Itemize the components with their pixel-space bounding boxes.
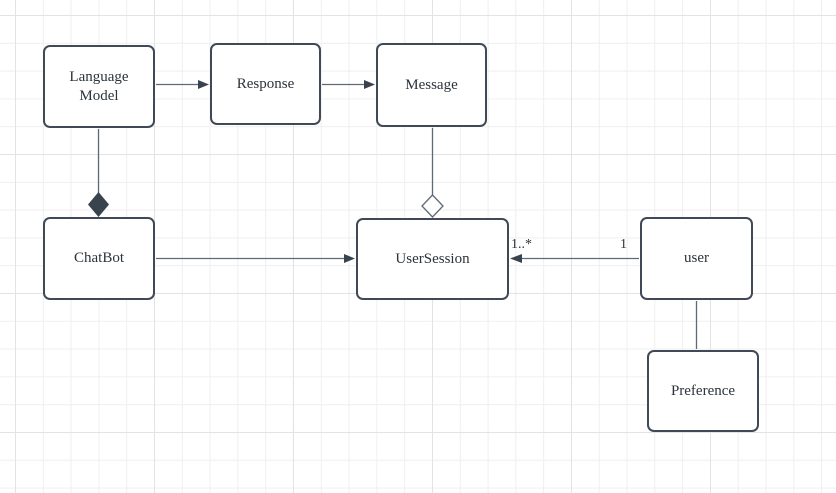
- node-user[interactable]: user: [640, 217, 753, 300]
- edge-languagemodel-chatbot[interactable]: [88, 129, 109, 217]
- node-preference[interactable]: Preference: [647, 350, 759, 432]
- node-chatbot-label: ChatBot: [73, 250, 124, 267]
- composition-diamond-icon: [88, 192, 109, 217]
- edge-message-usersession[interactable]: [421, 128, 444, 218]
- node-user-label: user: [684, 250, 709, 267]
- node-chatbot[interactable]: ChatBot: [43, 217, 155, 300]
- node-language-model-label: Language Model: [69, 68, 129, 104]
- node-user-session-label: UserSession: [395, 250, 470, 267]
- edge-response-message[interactable]: [322, 80, 375, 89]
- node-user-session[interactable]: UserSession: [356, 218, 509, 300]
- multiplicity-label-target[interactable]: 1..*: [511, 237, 532, 252]
- edge-chatbot-usersession[interactable]: [156, 254, 355, 263]
- node-message-label: Message: [405, 76, 458, 93]
- arrowhead-icon: [510, 254, 522, 263]
- arrowhead-icon: [344, 254, 355, 263]
- multiplicity-label-source[interactable]: 1: [620, 237, 627, 252]
- arrowhead-icon: [198, 80, 209, 89]
- node-response[interactable]: Response: [210, 43, 321, 125]
- node-language-model[interactable]: Language Model: [43, 45, 155, 128]
- arrowhead-icon: [364, 80, 375, 89]
- node-preference-label: Preference: [670, 382, 736, 399]
- edge-languagemodel-response[interactable]: [156, 80, 209, 89]
- edge-user-usersession[interactable]: [510, 254, 639, 263]
- node-message[interactable]: Message: [376, 43, 487, 127]
- node-response-label: Response: [236, 75, 295, 92]
- aggregation-diamond-icon: [421, 194, 444, 218]
